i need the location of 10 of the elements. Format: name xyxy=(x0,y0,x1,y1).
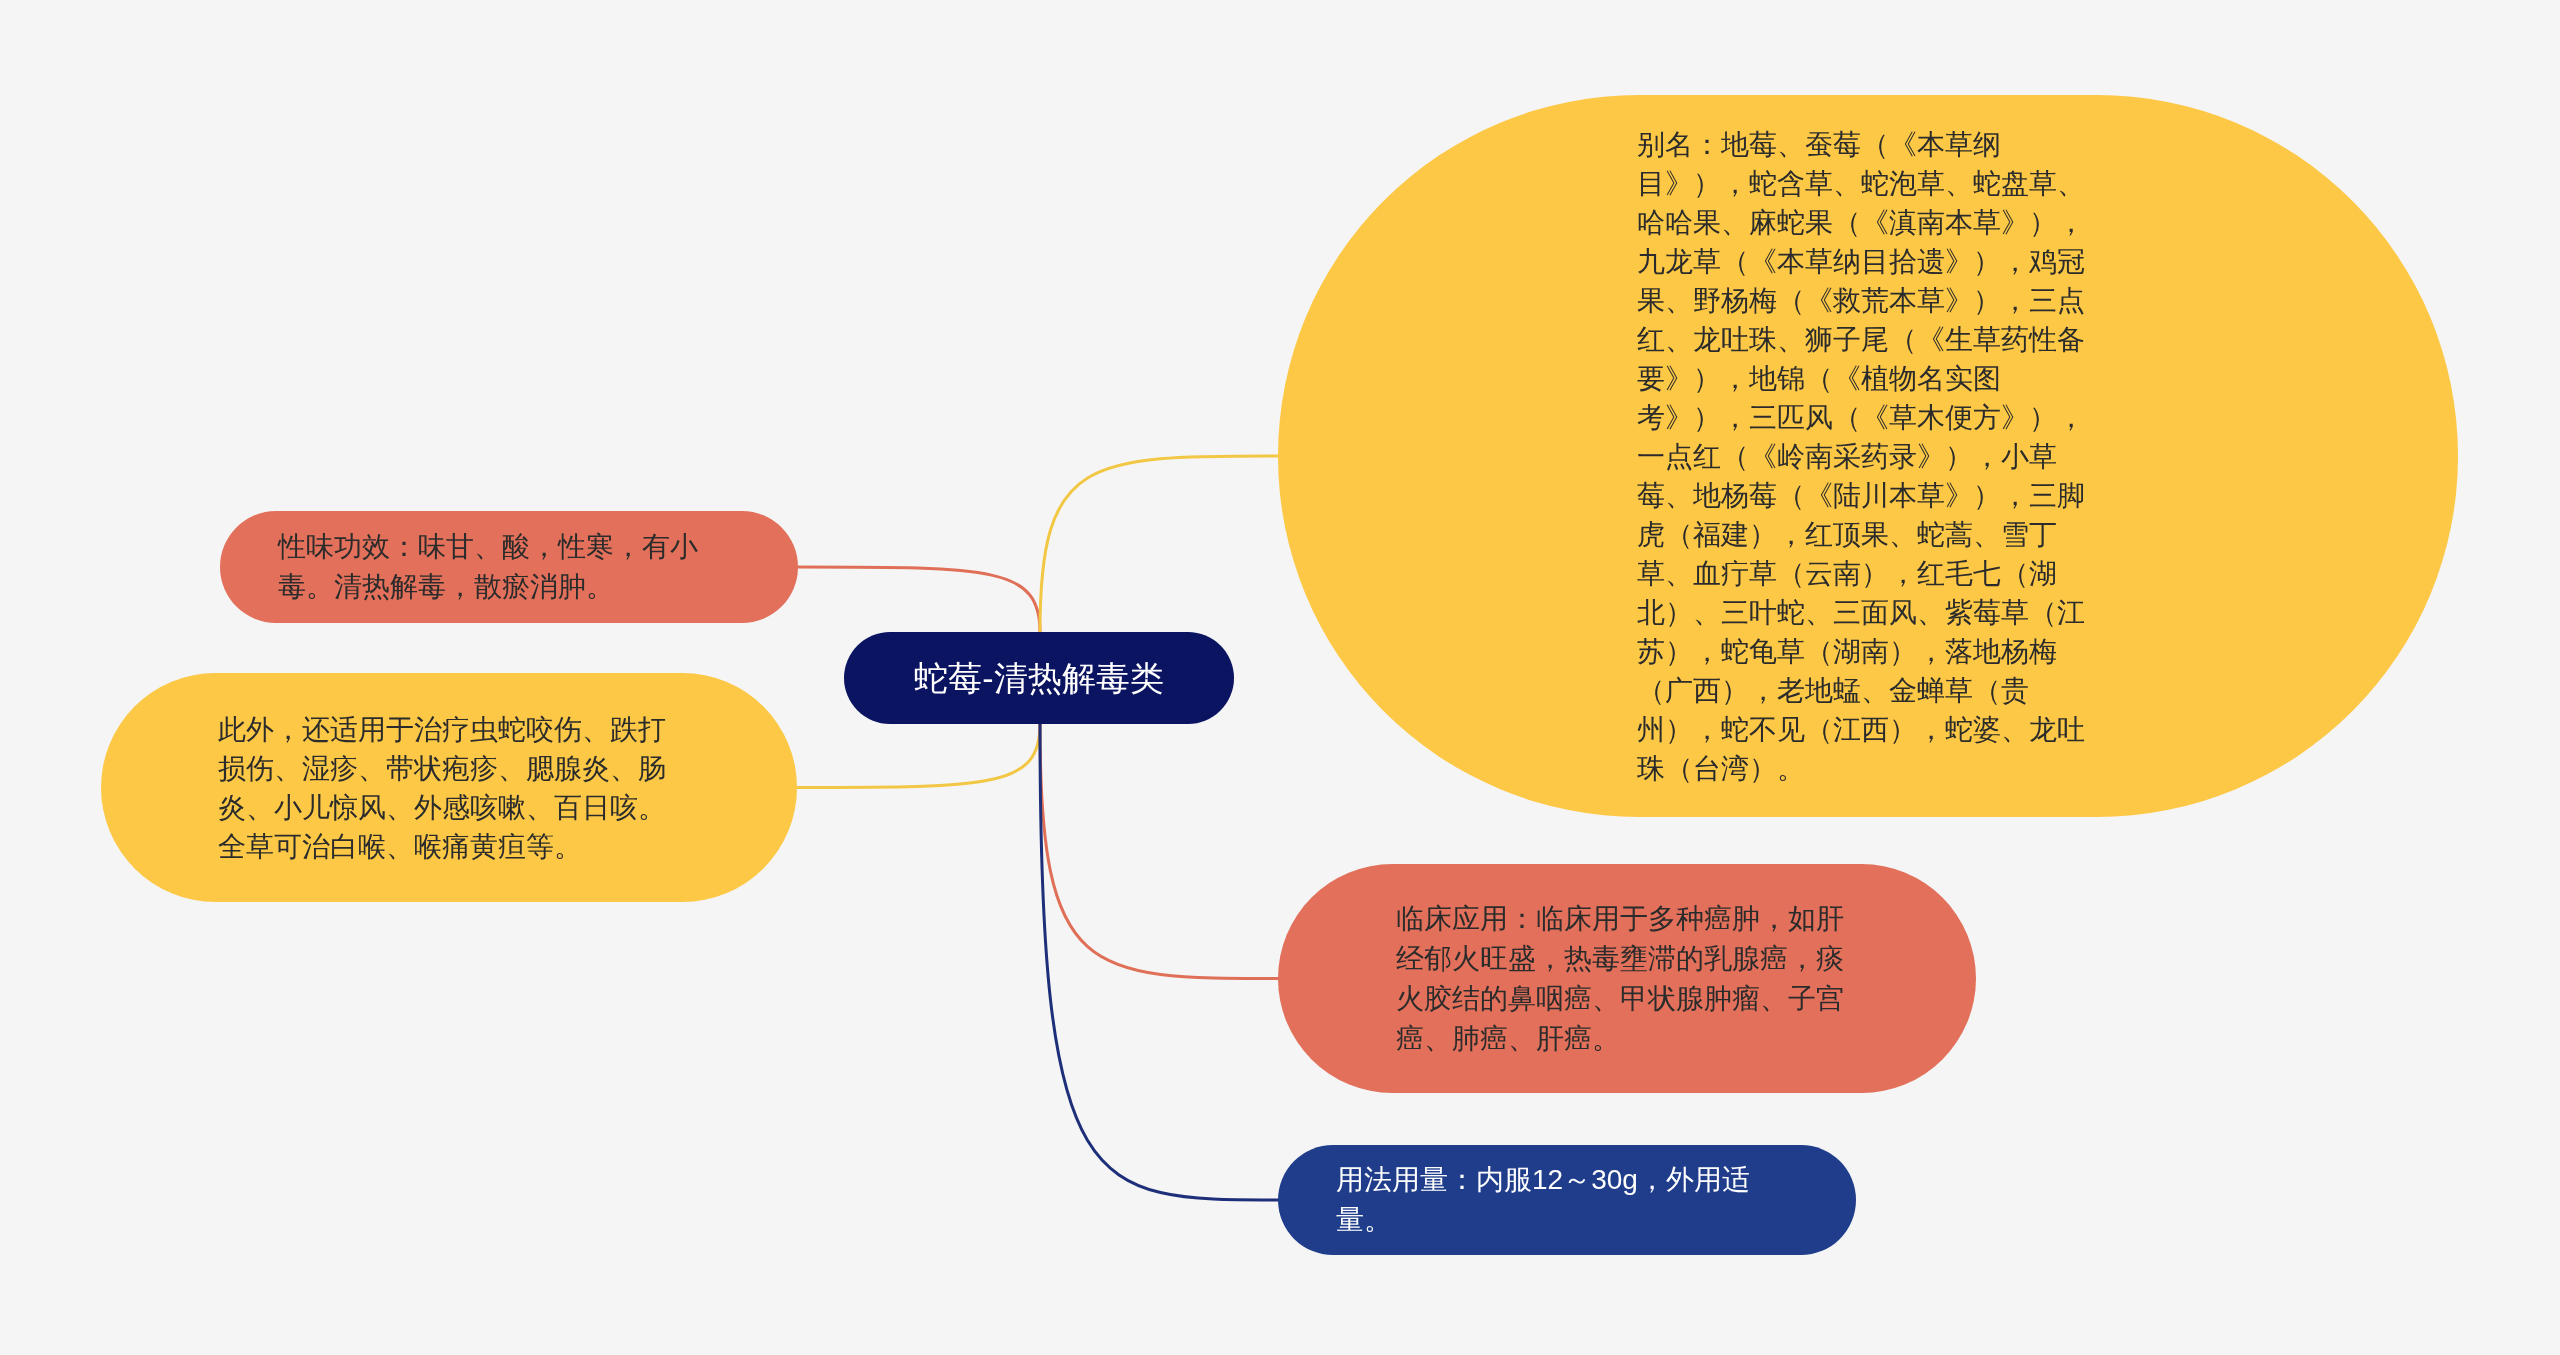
topic-text: 用法用量：内服12～30g，外用适量。 xyxy=(1336,1163,1751,1237)
connector-line xyxy=(798,565,1042,633)
connector-line xyxy=(797,723,1042,789)
topic-text: 此外，还适用于治疗虫蛇咬伤、跌打损伤、湿疹、带状疱疹、腮腺炎、肠炎、小儿惊风、外感咳嗽、百日咳。全草可治白喉、喉痛黄疸等。 xyxy=(218,712,667,864)
topic-text: 蛇莓-清热解毒类 xyxy=(914,657,1164,699)
topic-text: 性味功效：味甘、酸，性寒，有小毒。清热解毒，散瘀消肿。 xyxy=(278,530,699,604)
connector-line xyxy=(1038,724,1278,1202)
topic-text: 临床应用：临床用于多种癌肿，如肝经郁火旺盛，热毒壅滞的乳腺癌，痰火胶结的鼻咽癌、甲状腺肿瘤、子宫癌、肺癌、肝癌。 xyxy=(1396,901,1845,1056)
topic-text: 别名：地莓、蚕莓（《本草纲目》），蛇含草、蛇泡草、蛇盘草、哈哈果、麻蛇果（《滇南本草》），九龙草（《本草纳目拾遗》），鸡冠果、野杨梅（《救荒本草》），三点红、龙吐珠、狮子尾（《生草药性备要》），地锦（《植物名实图考》），三匹风（《草木便方》），一点红（《岭南采药录》），小草莓、地杨莓（《陆川本草》），三脚虎（福建），红顶果、蛇蒿、雪丁草、血疔草（云南），红毛七（湖北）、三叶蛇、三面风、紫莓草（江苏），蛇龟草（湖南），落地杨梅（广西），老地蜢、金蝉草（贵州），蛇不见（江西），蛇婆、龙吐珠（台湾）。 xyxy=(1637,127,2086,786)
connector-line xyxy=(1038,454,1278,633)
